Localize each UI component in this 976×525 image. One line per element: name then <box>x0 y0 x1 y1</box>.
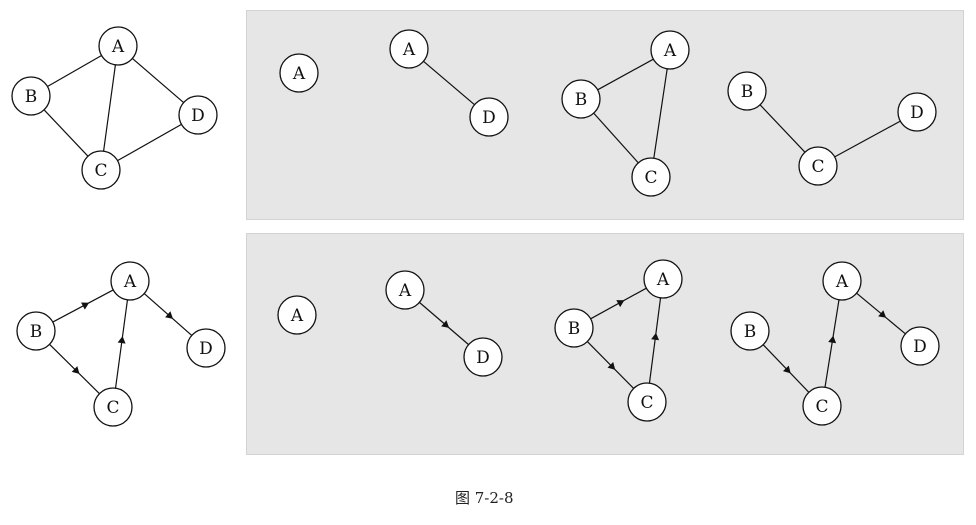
node-C-label: C <box>106 398 119 418</box>
edge-C-A <box>824 299 840 388</box>
node-A-label: A <box>402 40 416 60</box>
node-C-circle <box>627 382 667 422</box>
node-A-label: A <box>835 272 849 292</box>
node-B-circle <box>730 311 770 351</box>
node-A-circle <box>389 29 429 69</box>
arrowhead-B-A <box>616 300 625 308</box>
node-A-circle <box>385 270 425 310</box>
node-C-circle <box>631 157 671 197</box>
node-A-label: A <box>656 270 670 290</box>
undirected-subgraphs-panel <box>246 10 964 220</box>
arrowhead-B-C <box>607 362 616 370</box>
node-B-label: B <box>575 90 588 110</box>
arrowhead-C-A <box>117 336 126 344</box>
edge-C-A <box>114 299 129 389</box>
node-A-circle <box>279 53 319 93</box>
node-D-label: D <box>191 106 205 126</box>
node-C-circle <box>802 386 842 426</box>
graph-directed-sub-2: AD <box>385 270 503 377</box>
edge-A-B <box>597 58 654 91</box>
edge-B-C <box>759 104 806 153</box>
node-B-label: B <box>25 87 38 107</box>
edge-B-C <box>49 343 100 395</box>
node-C-label: C <box>811 157 824 177</box>
edge-A-C <box>653 68 668 159</box>
node-B-label: B <box>744 322 757 342</box>
graph-undirected-sub-2: AD <box>389 29 509 137</box>
node-D-label: D <box>913 337 927 357</box>
edge-C-D <box>117 123 182 162</box>
node-A-label: A <box>123 272 137 292</box>
node-A-circle <box>110 261 150 301</box>
arrowhead-B-C <box>782 365 791 374</box>
node-A-circle <box>822 261 862 301</box>
arrowhead-C-A <box>828 335 837 344</box>
node-D-circle <box>897 92 937 132</box>
node-D-circle <box>900 326 940 366</box>
node-C-label: C <box>644 168 657 188</box>
node-A-label: A <box>398 281 412 301</box>
node-B-circle <box>561 79 601 119</box>
node-D-circle <box>178 95 218 135</box>
graph-undirected-full: A B C D <box>11 26 218 190</box>
node-B-label: B <box>568 319 581 339</box>
node-A-label: A <box>290 306 304 326</box>
arrowhead-A-D <box>878 310 887 318</box>
node-A-label: A <box>292 64 306 84</box>
arrowhead-B-C <box>71 366 80 374</box>
node-A-circle <box>650 30 690 70</box>
node-D-label: D <box>482 108 496 128</box>
node-D-label: D <box>199 339 213 359</box>
arrowhead-A-D <box>441 320 450 328</box>
node-C-label: C <box>815 397 828 417</box>
edge-B-C <box>593 112 639 164</box>
node-A-label: A <box>663 41 677 61</box>
node-D-label: D <box>910 103 924 123</box>
graph-directed-sub-4: A B C D <box>730 261 940 426</box>
graph-undirected-sub-4: B C D <box>727 71 937 186</box>
edge-C-A <box>648 297 662 384</box>
node-C-label: C <box>94 161 107 181</box>
node-A-circle <box>643 259 683 299</box>
node-D-circle <box>469 97 509 137</box>
arrowhead-C-A <box>651 332 660 341</box>
node-B-label: B <box>30 322 43 342</box>
node-A-label: A <box>111 37 125 57</box>
node-C-circle <box>798 146 838 186</box>
arrowhead-B-A <box>81 302 90 310</box>
node-B-label: B <box>741 82 754 102</box>
node-B-circle <box>11 76 51 116</box>
graph-undirected-sub-3: A B C <box>561 30 690 197</box>
graph-directed-sub-3: A B C <box>554 259 683 422</box>
edge-A-C <box>102 64 117 152</box>
edge-C-D <box>834 120 901 158</box>
edge-A-B <box>47 54 102 88</box>
node-D-circle <box>186 328 226 368</box>
node-B-circle <box>16 311 56 351</box>
edge-A-D <box>131 57 185 104</box>
edge-B-C <box>43 109 89 157</box>
graph-undirected-sub-1: A <box>279 53 319 93</box>
figure-caption: 图 7-2-8 <box>455 489 514 507</box>
graph-directed-full: A B C D <box>16 261 226 427</box>
node-B-circle <box>727 71 767 111</box>
arrowhead-A-D <box>165 311 174 319</box>
graph-directed-sub-1: A <box>277 295 317 335</box>
node-C-circle <box>81 150 121 190</box>
edge-A-D <box>423 60 475 106</box>
node-A-circle <box>98 26 138 66</box>
node-B-circle <box>554 308 594 348</box>
node-A-circle <box>277 295 317 335</box>
node-C-label: C <box>640 393 653 413</box>
node-D-label: D <box>476 348 490 368</box>
node-C-circle <box>93 387 133 427</box>
node-D-circle <box>463 337 503 377</box>
